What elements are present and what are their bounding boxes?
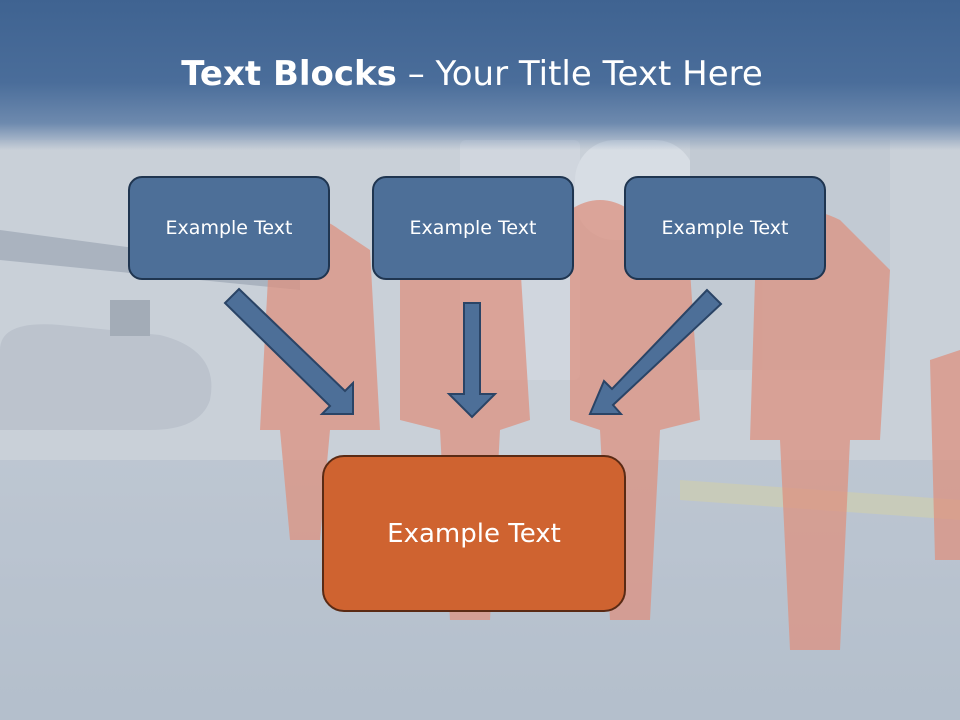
- title-rest: – Your Title Text Here: [396, 54, 763, 94]
- text-block-2-label: Example Text: [409, 217, 537, 239]
- title-bar: [0, 0, 960, 150]
- text-block-1[interactable]: Example Text: [128, 176, 330, 280]
- arrow-left: [223, 287, 354, 415]
- arrow-right: [588, 288, 723, 415]
- text-block-3[interactable]: Example Text: [624, 176, 826, 280]
- slide-title: Text Blocks – Your Title Text Here: [0, 52, 944, 96]
- text-block-1-label: Example Text: [165, 217, 293, 239]
- target-block-label: Example Text: [387, 518, 561, 549]
- arrow-middle: [446, 302, 498, 419]
- title-bold: Text Blocks: [181, 54, 397, 94]
- text-block-3-label: Example Text: [661, 217, 789, 239]
- target-block[interactable]: Example Text: [322, 455, 626, 612]
- text-block-2[interactable]: Example Text: [372, 176, 574, 280]
